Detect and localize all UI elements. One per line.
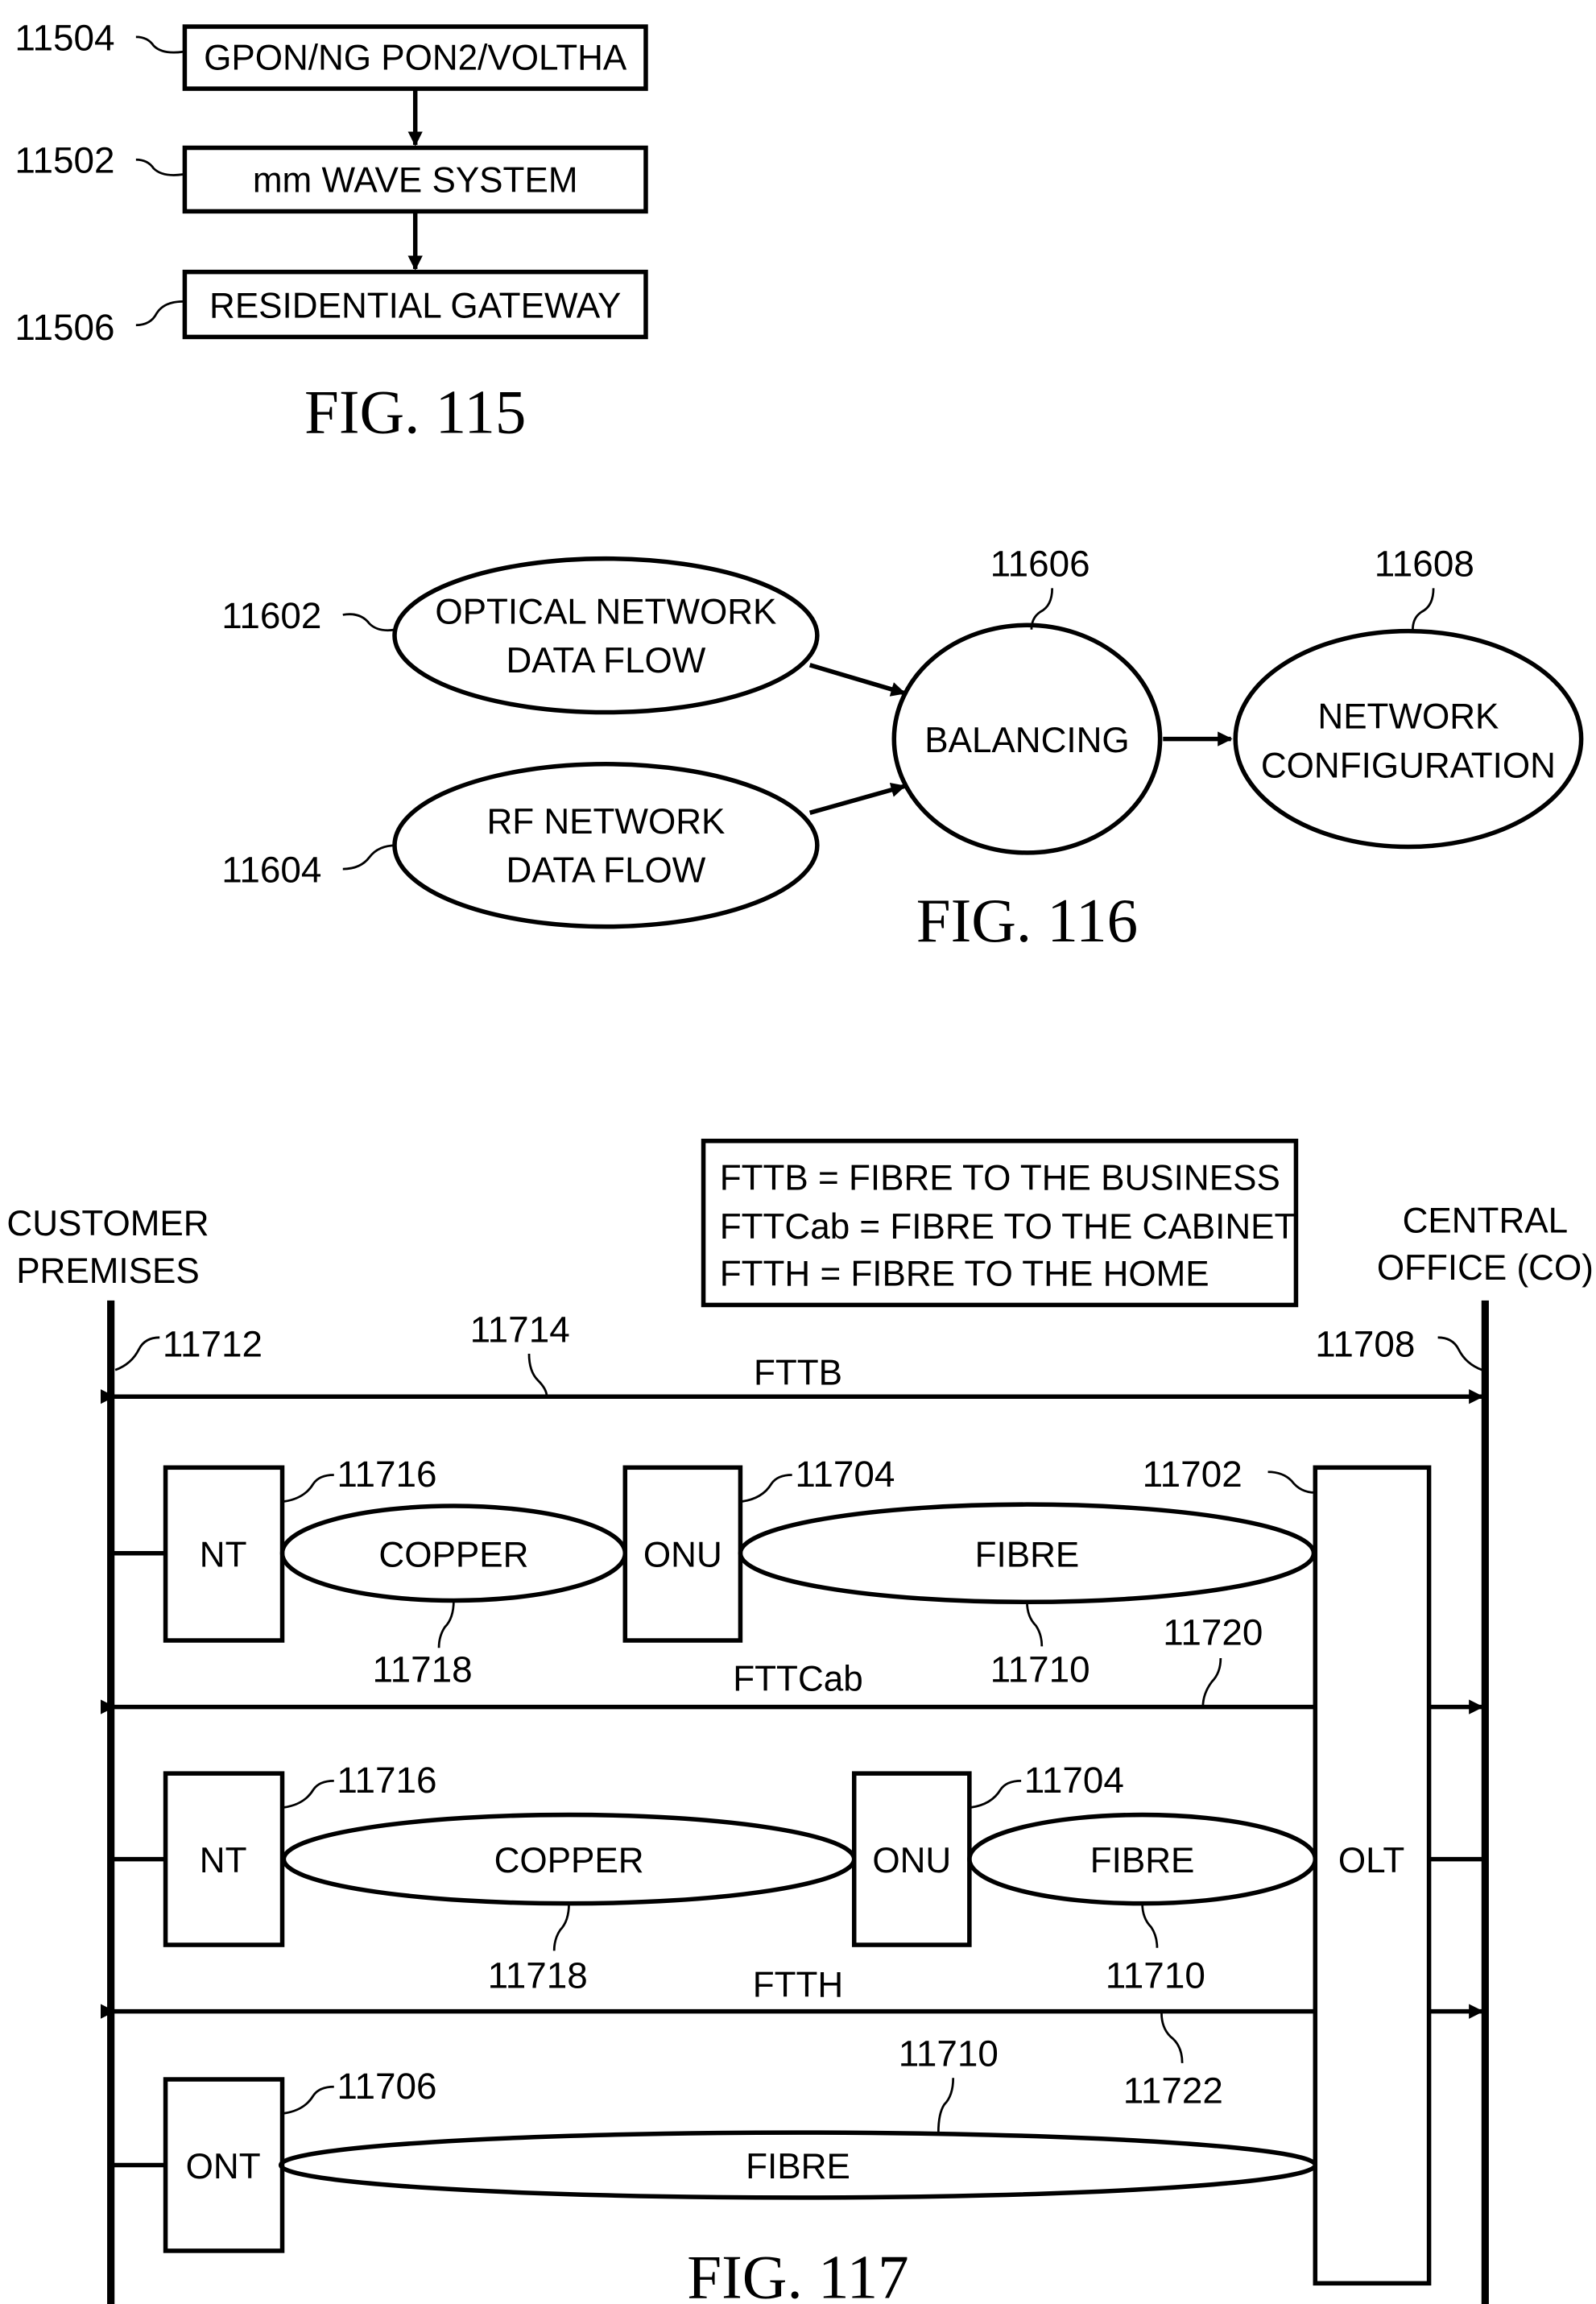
device-label: ONT [186,2147,261,2186]
leader [971,1781,1021,1807]
mmwave-label: mm WAVE SYSTEM [253,161,578,201]
fig-title: FIG. 117 [687,2243,908,2304]
ref-label: 11718 [372,1648,472,1690]
leader [938,2078,953,2132]
ref-label: 11608 [1375,543,1474,585]
legend-item: FTTCab = FIBRE TO THE CABINET [720,1207,1296,1247]
device-label: NT [200,1841,247,1880]
leader [1027,1602,1041,1646]
leader [439,1600,453,1648]
ref-label: 11710 [1106,1954,1205,1996]
ref-label: 11714 [470,1308,570,1350]
span-label: FTTH [753,1965,844,2004]
rf-flow-node [395,764,817,927]
ref-label: 11704 [795,1453,895,1495]
ref-label: 11502 [14,139,114,181]
media-label: FIBRE [746,2147,850,2186]
device-label: ONU [643,1535,722,1574]
node-text: NETWORK [1317,697,1499,737]
device-label: ONU [872,1841,951,1880]
arrow [810,786,904,813]
media-label: COPPER [378,1535,528,1574]
leader [1203,1658,1221,1707]
leader [343,614,396,631]
ref-label: 11716 [337,1453,436,1495]
leader [136,159,184,175]
fig-title: FIG. 116 [916,886,1138,955]
leader [554,1904,569,1951]
leader [283,1475,333,1501]
ref-label: 11704 [1024,1759,1124,1801]
network-config-node [1235,631,1581,847]
node-text: OPTICAL NETWORK [435,592,776,631]
ref-label: 11720 [1163,1611,1263,1653]
ref-label: 11722 [1123,2069,1223,2111]
ref-label: 11606 [990,543,1090,585]
ref-label: 11702 [1143,1453,1242,1495]
fig-116: OPTICAL NETWORK DATA FLOW RF NETWORK DAT… [221,543,1581,955]
leader [283,2087,333,2113]
leader [1268,1472,1316,1493]
leader [1161,2012,1182,2062]
ref-label: 11712 [163,1323,263,1365]
span-label: FTTB [754,1354,842,1393]
leader [1143,1904,1157,1948]
leader [1412,588,1433,629]
gateway-label: RESIDENTIAL GATEWAY [209,287,621,326]
ref-label: 11710 [990,1648,1090,1690]
legend-item: FTTH = FIBRE TO THE HOME [720,1255,1209,1294]
span-label: FTTCab [733,1659,862,1698]
leader [529,1354,547,1396]
ref-label: 11504 [14,16,114,58]
side-label: PREMISES [16,1251,200,1291]
leader [283,1781,333,1807]
media-label: FIBRE [975,1535,1080,1574]
node-text: BALANCING [924,721,1129,760]
leader [343,846,396,869]
node-text: DATA FLOW [506,641,705,680]
ref-label: 11604 [221,849,321,891]
leader [1438,1338,1482,1370]
fig-117: FTTB = FIBRE TO THE BUSINESS FTTCab = FI… [6,1141,1593,2304]
side-label: OFFICE (CO) [1377,1248,1594,1288]
ref-label: 11718 [488,1954,588,1996]
ref-label: 11710 [899,2033,999,2074]
ref-label: 11506 [14,306,114,348]
ref-label: 11602 [221,594,321,636]
media-label: COPPER [494,1841,644,1880]
ref-label: 11708 [1315,1323,1415,1365]
leader [742,1475,792,1501]
leader [136,301,184,325]
gpon-label: GPON/NG PON2/VOLTHA [204,38,627,77]
fig-115: GPON/NG PON2/VOLTHA mm WAVE SYSTEM RESID… [14,16,646,446]
device-label: NT [200,1535,247,1574]
arrow [810,665,904,693]
side-label: CENTRAL [1403,1202,1569,1241]
ref-label: 11706 [337,2065,436,2107]
ref-label: 11716 [337,1759,436,1801]
node-text: CONFIGURATION [1261,746,1556,785]
media-label: FIBRE [1090,1841,1195,1880]
side-label: CUSTOMER [6,1204,209,1243]
leader [115,1338,159,1370]
node-text: DATA FLOW [506,851,705,891]
node-text: RF NETWORK [486,802,725,842]
optical-flow-node [395,559,817,713]
fig-title: FIG. 115 [304,378,526,447]
device-label: OLT [1338,1841,1404,1880]
leader [136,37,184,52]
legend-item: FTTB = FIBRE TO THE BUSINESS [720,1158,1280,1198]
